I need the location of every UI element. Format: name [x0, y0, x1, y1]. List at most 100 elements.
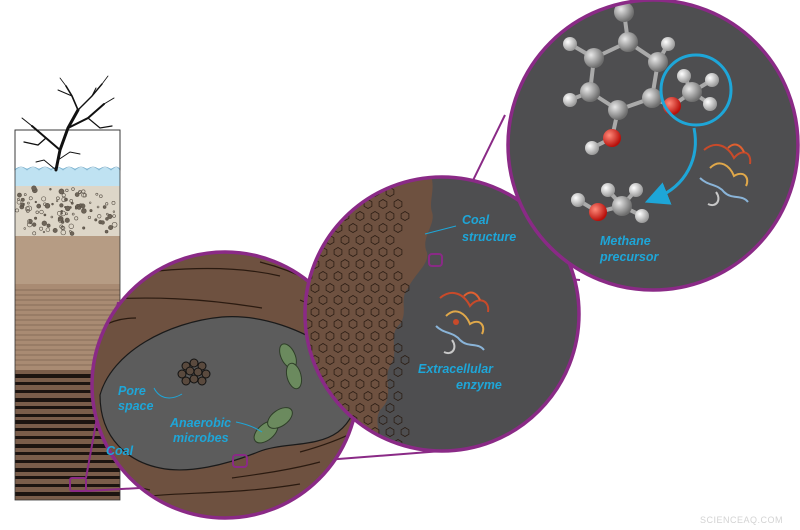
gravel-dot	[74, 207, 78, 210]
hex-ring	[318, 223, 328, 233]
gravel-dot	[108, 225, 114, 231]
gravel-dot	[111, 201, 116, 205]
methoxy-highlight	[659, 53, 733, 127]
hex-ring	[348, 343, 358, 353]
hex-ring	[355, 379, 365, 389]
hex-ring	[305, 247, 313, 257]
hex-ring	[348, 391, 358, 401]
hex-ring	[333, 367, 343, 377]
enzyme-zoom-marker	[232, 454, 248, 468]
coal-band	[15, 390, 120, 393]
hex-ring	[305, 223, 313, 233]
hex-ring	[340, 259, 350, 269]
hex-ring	[310, 235, 320, 245]
gravel-dot	[99, 194, 103, 198]
gravel-dot	[39, 226, 44, 231]
gravel-dot	[65, 188, 69, 192]
gravel-dot	[57, 216, 64, 222]
hex-ring	[325, 211, 335, 221]
gravel-dot	[105, 217, 109, 221]
hex-ring	[318, 271, 328, 281]
gravel-dot	[60, 225, 65, 230]
hex-ring	[318, 367, 328, 377]
hex-ring	[370, 211, 380, 221]
hex-ring	[348, 439, 358, 449]
gravel-dot	[28, 219, 33, 224]
hex-ring	[378, 415, 388, 425]
hex-ring	[363, 439, 373, 449]
gravel-dot	[60, 212, 63, 215]
gravel-dot	[34, 200, 37, 204]
hex-ring	[400, 283, 410, 293]
hex-ring	[348, 271, 358, 281]
gravel-dot	[51, 202, 54, 206]
hex-ring	[378, 439, 388, 449]
hex-ring	[333, 343, 343, 353]
hex-ring	[385, 427, 395, 437]
hex-ring	[355, 427, 365, 437]
coal-band	[15, 452, 120, 455]
gravel-dot	[97, 214, 102, 219]
gravel-dot	[57, 217, 63, 223]
hex-ring	[378, 391, 388, 401]
gravel-dot	[49, 188, 52, 191]
hex-ring	[363, 177, 373, 185]
hex-ring	[355, 187, 365, 197]
gravel-dot	[61, 197, 67, 203]
hex-ring	[333, 319, 343, 329]
gravel-dot	[32, 222, 37, 227]
gravel-dot	[44, 203, 51, 209]
gravel-dot	[69, 199, 73, 203]
hex-ring	[340, 355, 350, 365]
gravel-dot	[42, 230, 46, 234]
gravel-dot	[71, 212, 75, 216]
gravel-dot	[81, 208, 87, 214]
hex-ring	[378, 343, 388, 353]
hex-ring	[385, 283, 395, 293]
coal-seam-bands	[15, 374, 120, 496]
extracellular-enzyme-label-line1: Extracellular	[418, 362, 494, 376]
pore-space-magnification	[90, 250, 360, 520]
gravel-dot	[20, 202, 24, 206]
coal-sample-marker	[69, 477, 87, 492]
hex-ring	[370, 259, 380, 269]
hex-ring	[305, 295, 313, 305]
coal-band	[15, 460, 120, 463]
hex-ring	[348, 319, 358, 329]
gravel-dot	[87, 215, 91, 219]
gravel-dot	[23, 193, 27, 196]
hex-ring	[310, 211, 320, 221]
extracellular-enzyme-label-line2: enzyme	[456, 378, 502, 392]
coal-band	[15, 406, 120, 409]
hex-ring	[325, 331, 335, 341]
hex-ring	[385, 259, 395, 269]
coal-band	[15, 476, 120, 479]
gravel-dot	[74, 216, 79, 221]
coal-structure-label-line2: structure	[462, 230, 516, 244]
hex-ring	[393, 199, 403, 209]
gravel-dot	[41, 196, 47, 202]
hex-ring	[325, 259, 335, 269]
hex-ring	[378, 199, 388, 209]
anaerobic-microbes-label-line1: Anaerobic	[169, 416, 231, 430]
hex-ring	[363, 319, 373, 329]
hex-ring	[385, 331, 395, 341]
hex-ring	[378, 367, 388, 377]
hex-ring	[333, 271, 343, 281]
coal-band	[15, 374, 120, 378]
hex-ring	[340, 379, 350, 389]
hex-ring	[363, 271, 373, 281]
microbe-cluster	[177, 358, 211, 386]
sky-layer	[14, 129, 121, 171]
hex-ring	[370, 331, 380, 341]
gravel-dot	[56, 199, 59, 203]
enzyme-icon-small	[699, 143, 752, 206]
hex-ring	[355, 235, 365, 245]
gravel-dot	[112, 214, 116, 218]
hex-ring	[370, 355, 380, 365]
rod-microbes	[253, 343, 303, 444]
gravel-dot	[102, 205, 107, 209]
hex-ring	[393, 415, 403, 425]
coal-band	[15, 484, 120, 487]
hex-ring	[325, 355, 335, 365]
